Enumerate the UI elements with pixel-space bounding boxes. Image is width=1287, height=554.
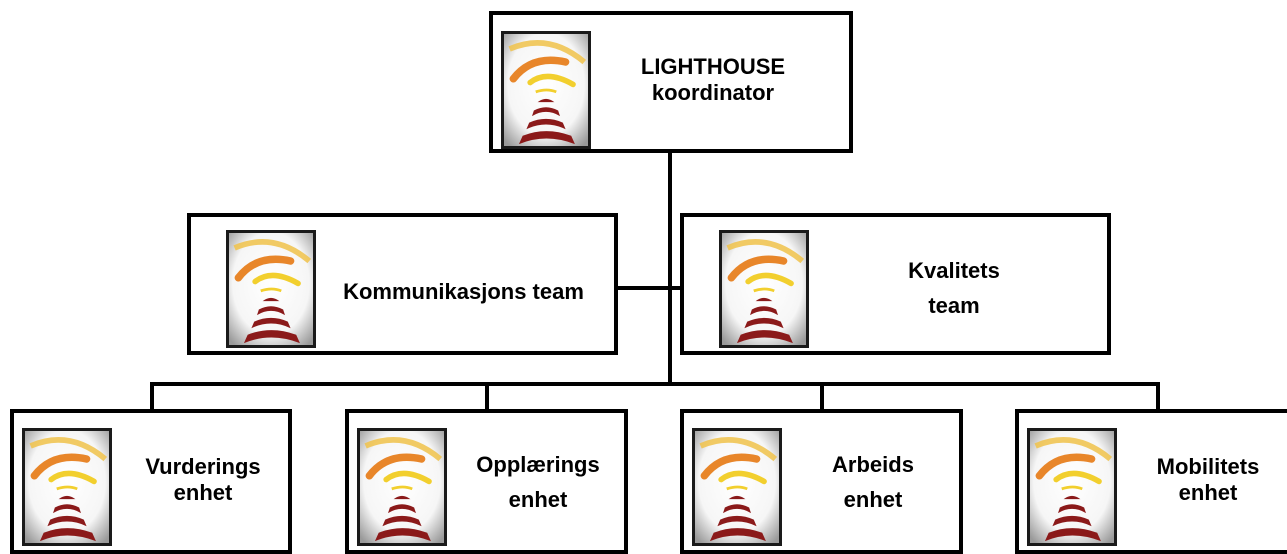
node-unit-arbeids: Arbeids enhet (680, 409, 963, 554)
node-team-kvalitets: Kvalitets team (680, 213, 1111, 355)
lighthouse-logo-icon (692, 428, 782, 546)
node-unit-opplaerings: Opplærings enhet (345, 409, 628, 554)
lighthouse-logo-icon (357, 428, 447, 546)
node-team-kommunikasjons: Kommunikasjons team (187, 213, 618, 355)
coordinator-subtitle: koordinator (651, 80, 775, 105)
lighthouse-logo-icon (226, 230, 316, 348)
node-unit-mobilitets: Mobilitets enhet (1015, 409, 1287, 554)
unit-opplaerings-line1: Opplærings (476, 451, 600, 477)
unit-opplaerings-label: Opplærings enhet (453, 437, 623, 527)
unit-vurderings-line2: enhet (173, 480, 233, 505)
lighthouse-logo-icon (501, 31, 591, 149)
unit-opplaerings-line2: enhet (508, 487, 568, 512)
unit-mobilitets-label: Mobilitets enhet (1123, 445, 1287, 515)
node-coordinator: LIGHTHOUSE koordinator (489, 11, 853, 153)
team-kommunikasjons-name: Kommunikasjons team (343, 278, 584, 304)
lighthouse-logo-icon (1027, 428, 1117, 546)
unit-mobilitets-line1: Mobilitets (1156, 453, 1260, 479)
team-kvalitets-line2: team (928, 293, 980, 318)
team-kvalitets-label: Kvalitets team (864, 245, 1044, 331)
coordinator-label: LIGHTHOUSE koordinator (603, 45, 823, 115)
lighthouse-logo-icon (719, 230, 809, 348)
node-unit-vurderings: Vurderings enhet (10, 409, 292, 554)
unit-vurderings-label: Vurderings enhet (118, 445, 288, 515)
unit-arbeids-line2: enhet (843, 487, 903, 512)
team-kommunikasjons-label: Kommunikasjons team (321, 257, 606, 327)
unit-mobilitets-line2: enhet (1178, 480, 1238, 505)
team-kvalitets-line1: Kvalitets (908, 257, 1000, 283)
coordinator-title: LIGHTHOUSE (640, 53, 786, 79)
unit-vurderings-line1: Vurderings (145, 453, 261, 479)
unit-arbeids-label: Arbeids enhet (788, 437, 958, 527)
unit-arbeids-line1: Arbeids (832, 451, 914, 477)
lighthouse-logo-icon (22, 428, 112, 546)
